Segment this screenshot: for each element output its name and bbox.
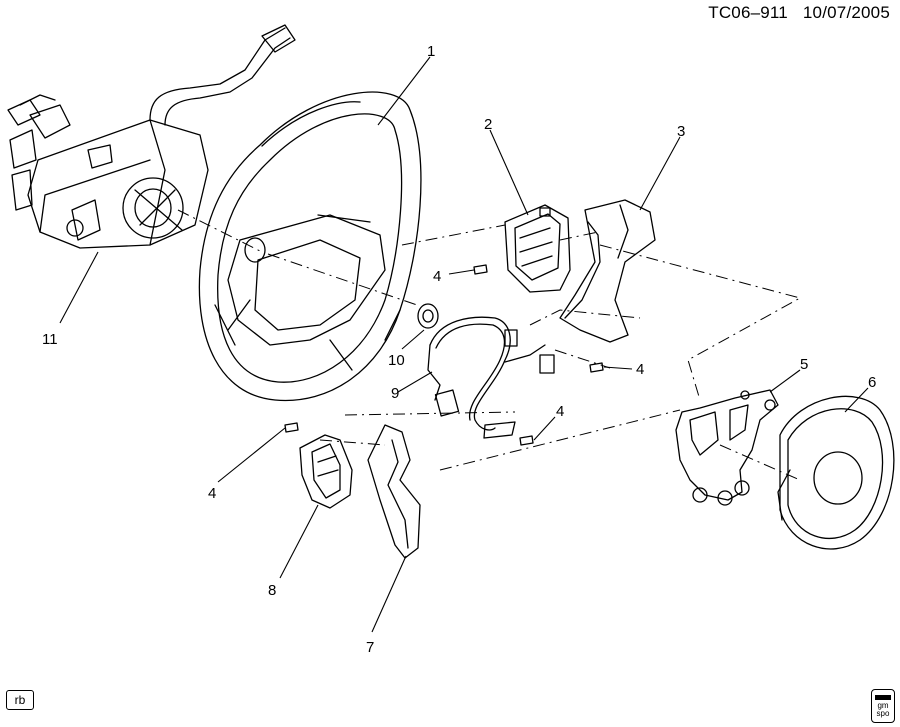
- callout-10: 10: [388, 352, 405, 369]
- steering-wheel-control-switch-left: [299, 434, 353, 509]
- diagram-header: TC06–911 10/07/2005: [698, 3, 890, 23]
- trim-cover-left: [367, 424, 421, 559]
- logo-line-gm: gm: [877, 700, 889, 710]
- callout-11: 11: [42, 331, 58, 348]
- phantom-lines: [177, 209, 802, 481]
- callout-7: 7: [366, 639, 374, 656]
- diagram-code: TC06–911: [708, 3, 788, 22]
- driver-airbag-module: [777, 395, 895, 550]
- wiring-harness: [427, 316, 555, 439]
- steering-column: [7, 24, 296, 249]
- screws: [284, 264, 604, 446]
- steering-wheel-control-switch-right: [504, 204, 571, 293]
- horn-contact-grommet: [417, 303, 439, 329]
- logo-line-spo: spo: [876, 708, 890, 718]
- gm-spo-logo: gm spo: [871, 689, 895, 723]
- callout-4-b: 4: [636, 361, 644, 378]
- trim-cover-right: [559, 199, 656, 343]
- callout-4-c: 4: [556, 403, 564, 420]
- callout-4-a: 4: [433, 268, 441, 285]
- leader-lines: [59, 56, 869, 633]
- callout-1: 1: [427, 43, 435, 60]
- diagram-date: 10/07/2005: [802, 3, 890, 22]
- callout-3: 3: [677, 123, 685, 140]
- callout-4-d: 4: [208, 485, 216, 502]
- callout-2: 2: [484, 116, 492, 133]
- steering-wheel: [198, 91, 422, 402]
- callout-8: 8: [268, 582, 276, 599]
- callout-6: 6: [868, 374, 876, 391]
- airbag-mounting-bracket: [675, 389, 779, 506]
- callout-5: 5: [800, 356, 808, 373]
- rb-tag: rb: [6, 690, 34, 710]
- callout-9: 9: [391, 385, 399, 402]
